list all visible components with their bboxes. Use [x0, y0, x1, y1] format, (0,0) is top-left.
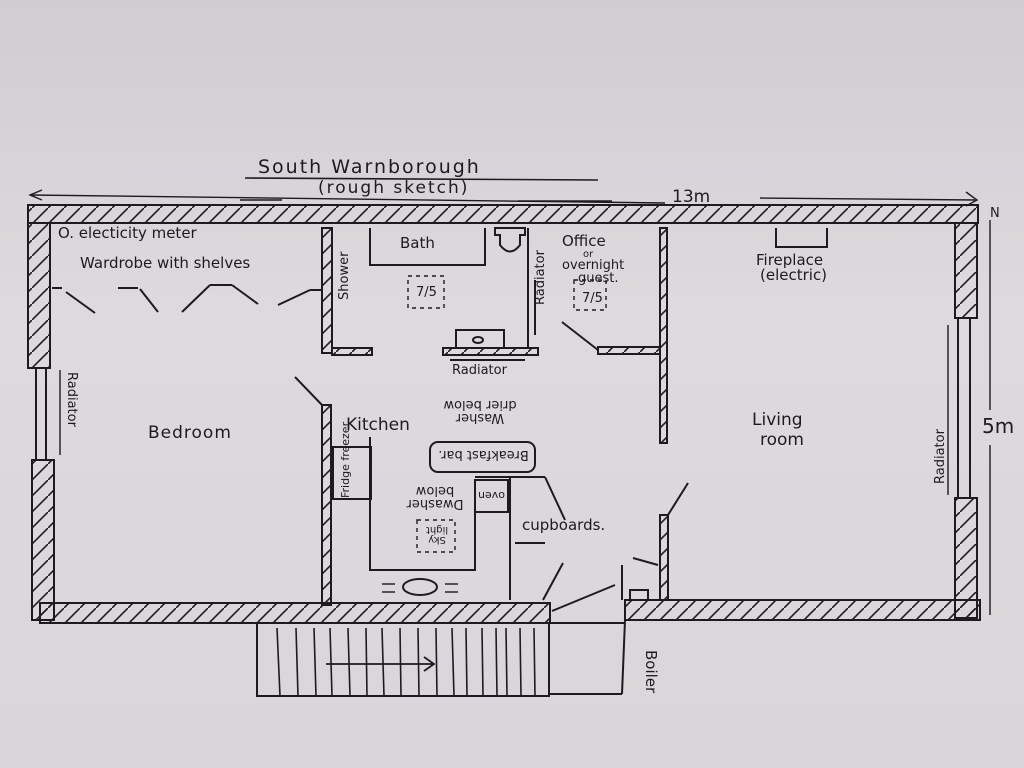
- plan-subtitle: (rough sketch): [318, 178, 470, 198]
- living-room-label: Living: [752, 410, 803, 430]
- bath-skylight-label: 7/5: [416, 285, 437, 300]
- dishwasher-label: Dwasher below: [406, 483, 464, 511]
- north-marker: N: [990, 206, 1000, 221]
- washer-drier-label: Washer drier below: [443, 397, 517, 425]
- bedroom-radiator-label: Radiator: [64, 372, 79, 427]
- width-dimension: 13m: [672, 187, 711, 207]
- office-label-or: or: [583, 249, 594, 260]
- fridge-freezer-label: Fridge freezer: [339, 421, 352, 498]
- living-radiator-label: Radiator: [933, 429, 948, 484]
- cupboards-label: cupboards.: [522, 516, 606, 534]
- living-room-label-line2: room: [760, 430, 804, 450]
- office-label-overnight: overnight: [562, 258, 625, 273]
- wardrobe-note: Wardrobe with shelves: [80, 254, 251, 272]
- fireplace-type-label: (electric): [760, 266, 828, 284]
- kitchen-skylight-label: Sky light: [425, 524, 449, 545]
- oven-label: oven: [478, 489, 505, 502]
- electricity-meter-note: O. electicity meter: [58, 224, 197, 242]
- office-skylight-label: 7/5: [582, 291, 603, 306]
- kitchen-label: Kitchen: [346, 415, 410, 435]
- office-label-guest: guest.: [578, 271, 619, 286]
- fireplace-label: Fireplace: [756, 251, 824, 269]
- bathroom-radiator-label: Radiator: [452, 363, 507, 378]
- boiler-label: Boiler: [642, 650, 660, 694]
- bath-label: Bath: [400, 234, 435, 252]
- bedroom-label: Bedroom: [148, 423, 232, 443]
- office-label: Office: [562, 232, 606, 250]
- bathroom-side-radiator-label: Radiator: [533, 250, 548, 305]
- shower-label: Shower: [337, 251, 352, 300]
- breakfast-bar-label: Breakfast bar.: [438, 447, 529, 462]
- plan-title: South Warnborough: [258, 156, 481, 178]
- depth-dimension: 5m: [982, 414, 1015, 438]
